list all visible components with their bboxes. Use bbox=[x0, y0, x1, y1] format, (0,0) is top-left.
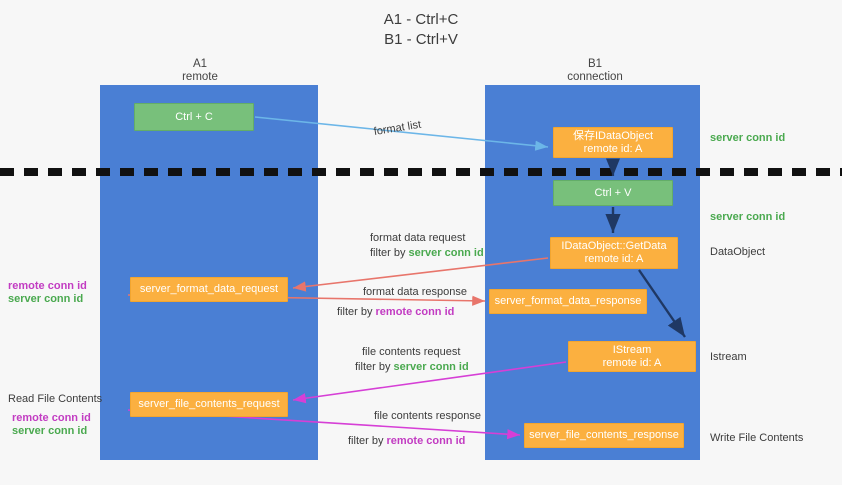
lane-a1-name: A1 bbox=[192, 58, 208, 70]
annotation-server-conn-id-1: server conn id bbox=[8, 292, 83, 306]
title-line-2: B1 - Ctrl+V bbox=[384, 31, 458, 48]
label-file-contents-request: file contents request bbox=[362, 345, 460, 359]
lane-header-a1: A1 remote bbox=[140, 58, 260, 84]
label-fdreq-filter-key: server conn id bbox=[408, 247, 484, 259]
box-idataobject-line2: remote id: A bbox=[583, 142, 643, 155]
annotation-istream-text: Istream bbox=[710, 351, 747, 363]
annotation-read-file-contents: Read File Contents bbox=[8, 392, 102, 406]
dashed-divider bbox=[0, 168, 842, 176]
box-ctrl-v-label: Ctrl + V bbox=[594, 186, 632, 199]
box-server-format-data-request-label: server_format_data_request bbox=[139, 283, 279, 295]
label-fdreq-filter-prefix: filter by bbox=[370, 247, 409, 259]
arrow-getdata-to-istream bbox=[638, 269, 686, 338]
box-ctrl-c[interactable]: Ctrl + C bbox=[134, 103, 254, 131]
box-server-format-data-response-label: server_format_data_response bbox=[494, 295, 642, 307]
box-ctrl-v[interactable]: Ctrl + V bbox=[553, 180, 673, 206]
label-fdresp-filter-prefix: filter by bbox=[337, 306, 376, 318]
annotation-remote-conn-id-2: remote conn id bbox=[12, 411, 91, 425]
label-format-data-response-text: format data response bbox=[363, 286, 467, 298]
annotation-dataobject: DataObject bbox=[710, 245, 765, 259]
label-fcresp-filter-key: remote conn id bbox=[386, 435, 466, 447]
label-fdresp-filter-key: remote conn id bbox=[375, 306, 455, 318]
annotation-server-conn-id-2-text: server conn id bbox=[12, 425, 88, 437]
box-getdata-line2: remote id: A bbox=[584, 253, 644, 265]
annotation-server-conn-id-top: server conn id bbox=[710, 131, 785, 145]
box-server-file-contents-response-label: server_file_contents_response bbox=[529, 429, 679, 441]
label-format-data-response: format data response bbox=[363, 285, 467, 299]
arrow-format-data-request bbox=[292, 257, 549, 292]
label-format-data-response-filter: filter by remote conn id bbox=[337, 305, 454, 319]
label-file-contents-request-filter: filter by server conn id bbox=[355, 360, 469, 374]
box-server-file-contents-request-label: server_file_contents_request bbox=[138, 398, 280, 410]
annotation-dataobject-text: DataObject bbox=[710, 246, 766, 258]
box-server-file-contents-request[interactable]: server_file_contents_request bbox=[130, 392, 288, 417]
box-server-format-data-request[interactable]: server_format_data_request bbox=[130, 277, 288, 302]
box-idataobject-line1: 保存IDataObject bbox=[572, 129, 654, 142]
box-istream-line1: IStream bbox=[612, 343, 652, 356]
annotation-write-file-contents: Write File Contents bbox=[710, 431, 803, 445]
page-title: A1 - Ctrl+C B1 - Ctrl+V bbox=[0, 10, 842, 50]
label-fcreq-filter-prefix: filter by bbox=[355, 361, 394, 373]
box-server-format-data-response[interactable]: server_format_data_response bbox=[489, 289, 647, 314]
box-istream-line2: remote id: A bbox=[602, 356, 662, 369]
annotation-server-conn-id-2: server conn id bbox=[12, 424, 87, 438]
lane-b1-subtitle: connection bbox=[567, 71, 623, 83]
annotation-server-conn-id-mid: server conn id bbox=[710, 210, 785, 224]
annotation-server-conn-id-1-text: server conn id bbox=[8, 293, 84, 305]
label-fcresp-filter-prefix: filter by bbox=[348, 435, 387, 447]
annotation-server-conn-id-top-text: server conn id bbox=[710, 132, 786, 144]
box-getdata[interactable]: IDataObject::GetData remote id: A bbox=[550, 237, 678, 269]
label-file-contents-response-filter: filter by remote conn id bbox=[348, 434, 465, 448]
label-format-data-request: format data request bbox=[370, 231, 465, 245]
box-getdata-line1: IDataObject::GetData bbox=[561, 240, 667, 252]
lane-header-b1: B1 connection bbox=[530, 58, 660, 84]
annotation-remote-conn-id-1: remote conn id bbox=[8, 279, 87, 293]
annotation-remote-conn-id-1-text: remote conn id bbox=[8, 280, 87, 292]
label-format-data-request-filter: filter by server conn id bbox=[370, 246, 484, 260]
arrow-format-list bbox=[254, 116, 549, 151]
label-file-contents-response: file contents response bbox=[374, 409, 481, 423]
label-file-contents-response-text: file contents response bbox=[374, 410, 482, 422]
annotation-istream: Istream bbox=[710, 350, 747, 364]
box-ctrl-c-label: Ctrl + C bbox=[175, 110, 213, 123]
lane-b1-name: B1 bbox=[587, 58, 603, 70]
box-server-file-contents-response[interactable]: server_file_contents_response bbox=[524, 423, 684, 448]
lane-a1-subtitle: remote bbox=[182, 71, 218, 83]
box-istream[interactable]: IStream remote id: A bbox=[568, 341, 696, 372]
annotation-write-file-contents-text: Write File Contents bbox=[710, 432, 804, 444]
annotation-remote-conn-id-2-text: remote conn id bbox=[12, 412, 91, 424]
annotation-read-file-contents-text: Read File Contents bbox=[8, 393, 103, 405]
title-line-1: A1 - Ctrl+C bbox=[383, 11, 459, 28]
label-fcreq-filter-key: server conn id bbox=[393, 361, 469, 373]
arrow-file-contents-request bbox=[292, 361, 567, 404]
box-idataobject[interactable]: 保存IDataObject remote id: A bbox=[553, 127, 673, 158]
label-format-data-request-text: format data request bbox=[370, 232, 466, 244]
annotation-server-conn-id-mid-text: server conn id bbox=[710, 211, 786, 223]
label-file-contents-request-text: file contents request bbox=[362, 346, 461, 358]
